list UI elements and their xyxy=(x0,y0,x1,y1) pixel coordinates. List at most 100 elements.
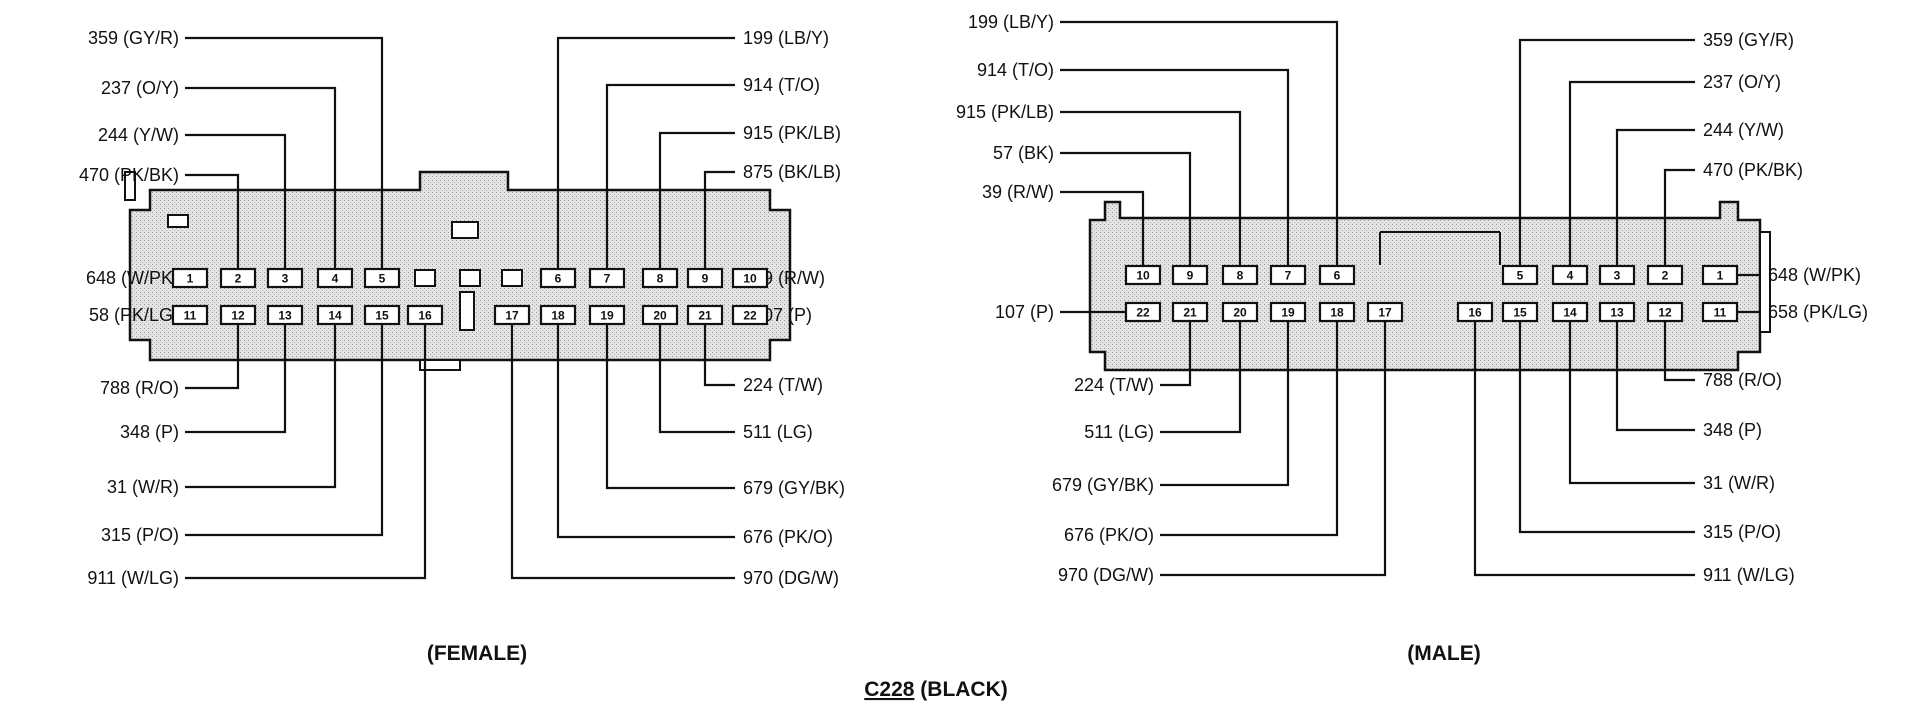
male-wire-label-11: 658 (PK/LG) xyxy=(1768,302,1868,322)
female-wire-label-11: 58 (PK/LG) xyxy=(89,305,179,325)
female-pin-9: 9 xyxy=(686,267,724,289)
female-pin-number-11: 11 xyxy=(184,309,197,323)
male-wire-21: 224 (T/W) xyxy=(1074,312,1192,395)
male-pin-number-1: 1 xyxy=(1717,269,1724,283)
male-pin-number-7: 7 xyxy=(1285,269,1292,283)
male-wire-20: 511 (LG) xyxy=(1084,312,1242,442)
male-pin-number-6: 6 xyxy=(1334,269,1341,283)
male-wire-line-21 xyxy=(1160,312,1192,387)
female-pin-14: 14 xyxy=(316,304,354,326)
male-pin-number-10: 10 xyxy=(1136,269,1150,283)
female-pin-number-3: 3 xyxy=(282,272,289,286)
male-wire-label-7: 914 (T/O) xyxy=(977,60,1054,80)
female-pin-number-21: 21 xyxy=(698,309,712,323)
male-wire-line-12 xyxy=(1663,312,1695,382)
male-wire-3: 244 (Y/W) xyxy=(1615,120,1784,275)
female-wire-line-9 xyxy=(703,170,735,278)
female-wire-label-21: 224 (T/W) xyxy=(743,375,823,395)
male-pin-number-3: 3 xyxy=(1614,269,1621,283)
female-pin-number-17: 17 xyxy=(505,309,519,323)
male-pin-8: 8 xyxy=(1221,264,1259,286)
male-wire-line-14 xyxy=(1568,312,1695,485)
male-wire-line-7 xyxy=(1060,68,1290,275)
female-wire-label-19: 679 (GY/BK) xyxy=(743,478,845,498)
male-wire-label-6: 199 (LB/Y) xyxy=(968,12,1054,32)
female-pin-number-4: 4 xyxy=(332,272,339,286)
female-wire-line-17 xyxy=(510,315,735,580)
female-pin-17: 17 xyxy=(493,304,531,326)
female-wire-4: 237 (O/Y) xyxy=(101,78,337,278)
female-pin-number-10: 10 xyxy=(743,272,757,286)
female-wire-line-14 xyxy=(185,315,337,489)
female-wire-line-13 xyxy=(185,315,287,434)
male-pin-4: 4 xyxy=(1551,264,1589,286)
female-pin-22: 22 xyxy=(731,304,769,326)
female-wire-label-12: 788 (R/O) xyxy=(100,378,179,398)
female-wire-line-5 xyxy=(185,36,384,278)
male-wire-line-8 xyxy=(1060,110,1242,275)
male-pin-number-5: 5 xyxy=(1517,269,1524,283)
male-pin-number-21: 21 xyxy=(1183,306,1197,320)
female-pin-16: 16 xyxy=(406,304,444,326)
male-caption: (MALE) xyxy=(1407,642,1480,665)
female-wire-8: 915 (PK/LB) xyxy=(658,123,841,278)
female-wire-line-3 xyxy=(185,133,287,278)
female-wire-9: 875 (BK/LB) xyxy=(703,162,841,278)
male-wire-label-15: 315 (P/O) xyxy=(1703,522,1781,542)
female-wire-label-13: 348 (P) xyxy=(120,422,179,442)
male-pin-1: 1 xyxy=(1701,264,1739,286)
female-wire-17: 970 (DG/W) xyxy=(510,315,839,588)
male-pin-16: 16 xyxy=(1456,301,1494,323)
female-wire-label-1: 648 (W/PK) xyxy=(86,268,179,288)
female-wire-19: 679 (GY/BK) xyxy=(605,315,845,498)
female-wire-line-15 xyxy=(185,315,384,537)
male-pin-13: 13 xyxy=(1598,301,1636,323)
male-pin-number-16: 16 xyxy=(1468,306,1482,320)
female-wire-label-5: 359 (GY/R) xyxy=(88,28,179,48)
female-pin-21: 21 xyxy=(686,304,724,326)
male-connector-body xyxy=(1088,200,1771,372)
female-pin-number-16: 16 xyxy=(418,309,432,323)
female-pin-10: 10 xyxy=(731,267,769,289)
female-wire-label-6: 199 (LB/Y) xyxy=(743,28,829,48)
male-pin-10: 10 xyxy=(1124,264,1162,286)
female-pin-2: 2 xyxy=(219,267,257,289)
male-pin-number-14: 14 xyxy=(1563,306,1577,320)
female-pin-3: 3 xyxy=(266,267,304,289)
male-wire-label-1: 648 (W/PK) xyxy=(1768,265,1861,285)
male-pin-number-13: 13 xyxy=(1610,306,1624,320)
male-pin-19: 19 xyxy=(1269,301,1307,323)
male-wire-8: 915 (PK/LB) xyxy=(956,102,1242,275)
male-wire-label-4: 237 (O/Y) xyxy=(1703,72,1781,92)
male-wire-14: 31 (W/R) xyxy=(1568,312,1775,493)
female-wire-label-17: 970 (DG/W) xyxy=(743,568,839,588)
female-wire-13: 348 (P) xyxy=(120,315,287,442)
female-pin-number-9: 9 xyxy=(702,272,709,286)
female-pin-18: 18 xyxy=(539,304,577,326)
female-wire-14: 31 (W/R) xyxy=(107,315,337,497)
male-pin-6: 6 xyxy=(1318,264,1356,286)
female-pin-5: 5 xyxy=(363,267,401,289)
female-pin-number-5: 5 xyxy=(379,272,386,286)
connector-id: C228 xyxy=(864,678,915,701)
male-pin-9: 9 xyxy=(1171,264,1209,286)
female-wire-line-8 xyxy=(658,131,735,278)
female-wire-21: 224 (T/W) xyxy=(703,315,823,395)
male-wire-label-19: 679 (GY/BK) xyxy=(1052,475,1154,495)
male-wire-10: 39 (R/W) xyxy=(982,182,1145,275)
male-wire-16: 911 (W/LG) xyxy=(1473,312,1795,585)
female-wire-line-2 xyxy=(185,173,240,278)
female-wire-line-18 xyxy=(556,315,735,539)
male-wire-18: 676 (PK/O) xyxy=(1064,312,1339,545)
female-pin-number-18: 18 xyxy=(551,309,565,323)
female-wire-label-9: 875 (BK/LB) xyxy=(743,162,841,182)
female-wire-label-10: 39 (R/W) xyxy=(753,268,825,288)
male-wire-line-19 xyxy=(1160,312,1290,487)
female-wire-line-16 xyxy=(185,315,427,580)
male-wire-label-12: 788 (R/O) xyxy=(1703,370,1782,390)
female-pin-number-20: 20 xyxy=(653,309,667,323)
connector-title: C228 (BLACK) xyxy=(864,678,1008,701)
female-wire-16: 911 (W/LG) xyxy=(87,315,427,588)
